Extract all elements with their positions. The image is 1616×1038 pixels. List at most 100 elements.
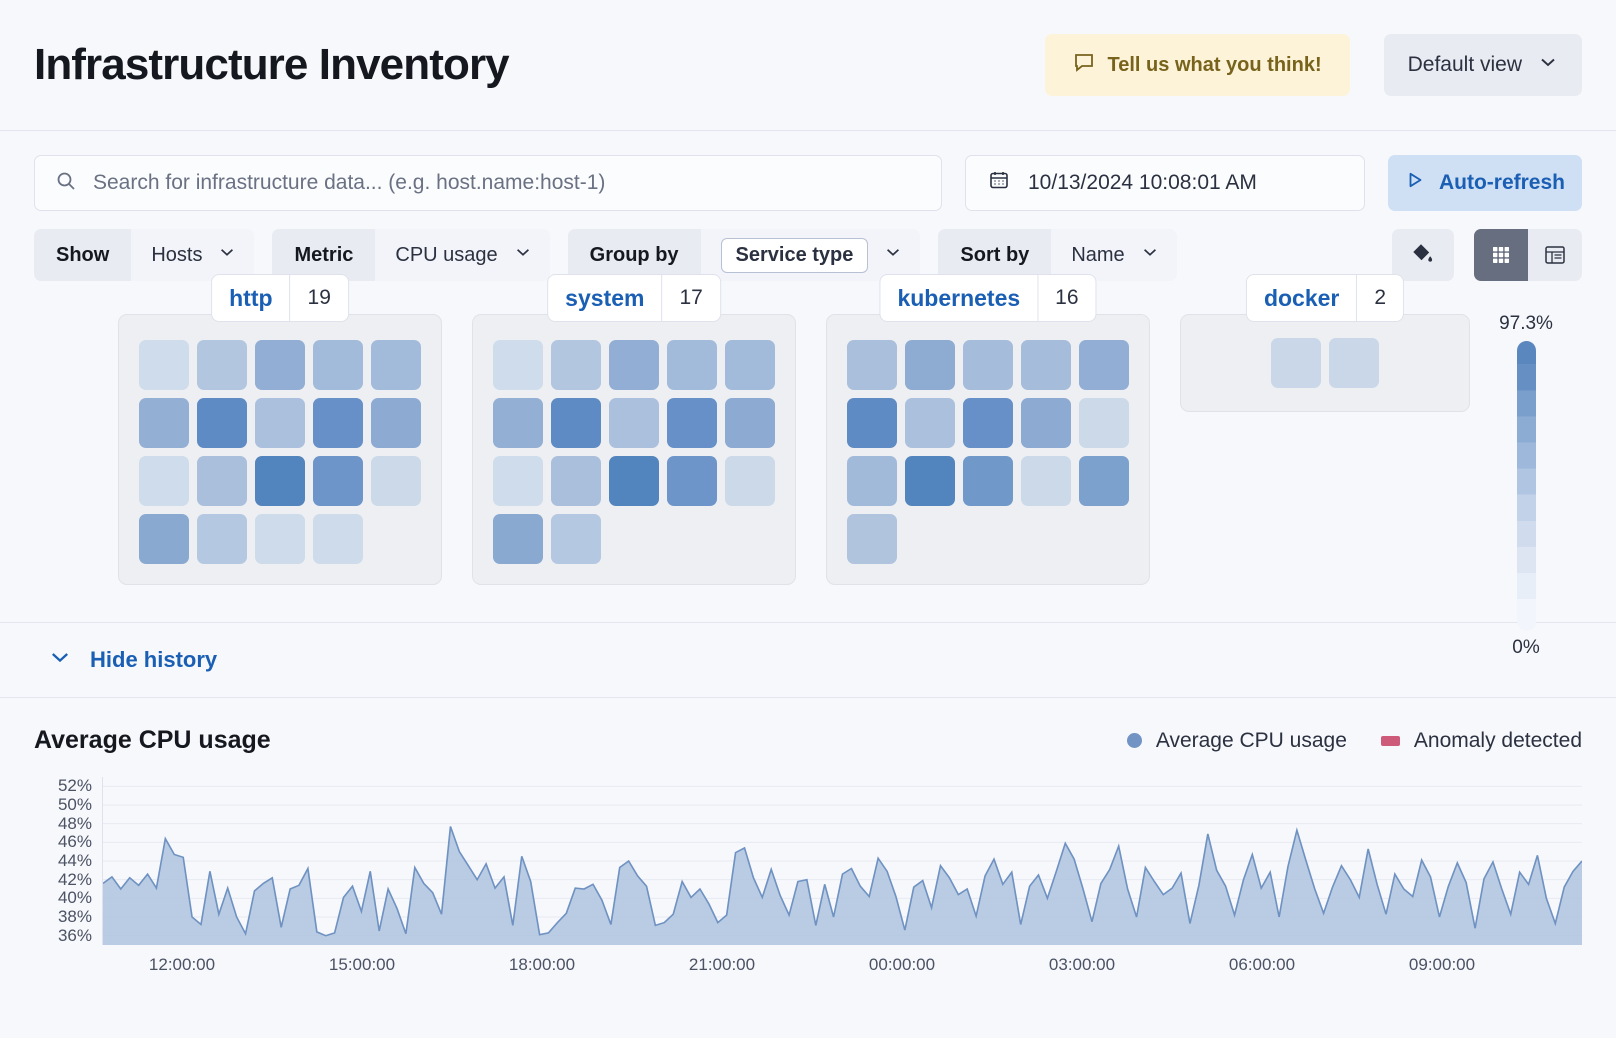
color-fill-icon[interactable]	[1392, 229, 1454, 281]
waffle-cell[interactable]	[197, 456, 247, 506]
default-view-button[interactable]: Default view	[1383, 34, 1582, 96]
waffle-cell[interactable]	[313, 340, 363, 390]
waffle-cell[interactable]	[1021, 456, 1071, 506]
waffle-cell[interactable]	[313, 514, 363, 564]
calendar-icon	[988, 169, 1010, 197]
waffle-cell[interactable]	[905, 398, 955, 448]
waffle-cell[interactable]	[255, 514, 305, 564]
filter-show-select[interactable]: Hosts	[131, 229, 255, 281]
date-picker[interactable]: 10/13/2024 10:08:01 AM	[965, 155, 1365, 211]
chevron-down-icon	[1538, 52, 1558, 78]
table-view-icon[interactable]	[1528, 229, 1582, 281]
waffle-area: http 19 system 17 kubernetes 16	[0, 274, 1616, 658]
group-body	[472, 314, 796, 585]
waffle-cell[interactable]	[609, 340, 659, 390]
waffle-cell[interactable]	[139, 398, 189, 448]
waffle-cells	[1271, 338, 1379, 388]
waffle-cell[interactable]	[667, 456, 717, 506]
waffle-cell[interactable]	[255, 340, 305, 390]
waffle-cell[interactable]	[963, 340, 1013, 390]
chevron-down-icon	[1141, 243, 1159, 267]
chevron-down-icon	[48, 645, 72, 675]
group-count: 2	[1356, 275, 1403, 321]
waffle-cell[interactable]	[847, 340, 897, 390]
legend-item-average-cpu-usage[interactable]: Average CPU usage	[1126, 729, 1347, 753]
waffle-cells	[847, 340, 1129, 564]
waffle-cell[interactable]	[139, 456, 189, 506]
y-tick-label: 44%	[57, 851, 92, 870]
waffle-cell[interactable]	[493, 340, 543, 390]
waffle-cell[interactable]	[847, 456, 897, 506]
filter-group-by-select[interactable]: Service type	[700, 229, 921, 281]
group-header[interactable]: http 19	[211, 274, 349, 322]
filter-metric-label: Metric	[272, 229, 376, 281]
waffle-cell[interactable]	[609, 398, 659, 448]
waffle-cell[interactable]	[139, 340, 189, 390]
waffle-cell[interactable]	[725, 340, 775, 390]
waffle-cell[interactable]	[493, 456, 543, 506]
waffle-cell[interactable]	[1079, 398, 1129, 448]
waffle-cell[interactable]	[609, 456, 659, 506]
waffle-cell[interactable]	[551, 340, 601, 390]
grid-view-icon[interactable]	[1474, 229, 1528, 281]
waffle-cell[interactable]	[1271, 338, 1321, 388]
waffle-cell[interactable]	[1021, 340, 1071, 390]
waffle-cell[interactable]	[963, 398, 1013, 448]
auto-refresh-label: Auto-refresh	[1438, 171, 1565, 194]
waffle-cell[interactable]	[1329, 338, 1379, 388]
search-input[interactable]: Search for infrastructure data... (e.g. …	[34, 155, 942, 211]
y-tick-label: 42%	[57, 869, 92, 889]
waffle-cell[interactable]	[371, 340, 421, 390]
waffle-cell[interactable]	[725, 398, 775, 448]
waffle-cell[interactable]	[905, 456, 955, 506]
waffle-cells	[493, 340, 775, 564]
waffle-cell[interactable]	[197, 340, 247, 390]
group-header[interactable]: docker 2	[1245, 274, 1405, 322]
waffle-cell[interactable]	[255, 456, 305, 506]
legend-min-label: 0%	[1512, 637, 1540, 658]
waffle-cell[interactable]	[313, 398, 363, 448]
waffle-cell[interactable]	[197, 514, 247, 564]
y-tick-label: 48%	[57, 813, 92, 833]
waffle-cell[interactable]	[493, 514, 543, 564]
waffle-cell[interactable]	[667, 398, 717, 448]
chevron-down-icon	[218, 243, 236, 267]
waffle-cell[interactable]	[139, 514, 189, 564]
waffle-cell[interactable]	[371, 456, 421, 506]
waffle-cell[interactable]	[667, 340, 717, 390]
waffle-cell[interactable]	[963, 456, 1013, 506]
feedback-button[interactable]: Tell us what you think!	[1044, 34, 1350, 96]
legend-item-anomaly-detected[interactable]: Anomaly detected	[1380, 729, 1582, 753]
waffle-group-http: http 19	[118, 274, 442, 585]
waffle-cell[interactable]	[1021, 398, 1071, 448]
group-name: system	[565, 284, 645, 311]
filter-metric-select[interactable]: CPU usage	[375, 229, 550, 281]
filter-show-label: Show	[34, 229, 132, 281]
group-header[interactable]: kubernetes 16	[879, 274, 1097, 322]
waffle-cell[interactable]	[551, 456, 601, 506]
view-toggle-group	[1474, 229, 1582, 281]
legend-max-label: 97.3%	[1499, 313, 1553, 334]
legend-marker-circle-icon	[1126, 733, 1142, 748]
filter-sort-by-select[interactable]: Name	[1051, 229, 1177, 281]
group-header[interactable]: system 17	[547, 274, 721, 322]
waffle-cell[interactable]	[551, 514, 601, 564]
waffle-cell[interactable]	[551, 398, 601, 448]
waffle-cell[interactable]	[725, 456, 775, 506]
y-tick-label: 50%	[57, 795, 92, 814]
color-legend: 97.3% 0%	[1491, 313, 1561, 659]
waffle-cell[interactable]	[493, 398, 543, 448]
waffle-cell[interactable]	[371, 398, 421, 448]
waffle-cell[interactable]	[1079, 456, 1129, 506]
waffle-cell[interactable]	[197, 398, 247, 448]
waffle-cell[interactable]	[313, 456, 363, 506]
waffle-cell[interactable]	[1079, 340, 1129, 390]
waffle-cell[interactable]	[255, 398, 305, 448]
auto-refresh-button[interactable]: Auto-refresh	[1388, 155, 1582, 211]
waffle-cell[interactable]	[847, 398, 897, 448]
chart-plot-area[interactable]	[102, 777, 1582, 945]
waffle-cell[interactable]	[847, 514, 897, 564]
hide-history-toggle[interactable]: Hide history	[0, 623, 1616, 698]
waffle-cell[interactable]	[905, 340, 955, 390]
